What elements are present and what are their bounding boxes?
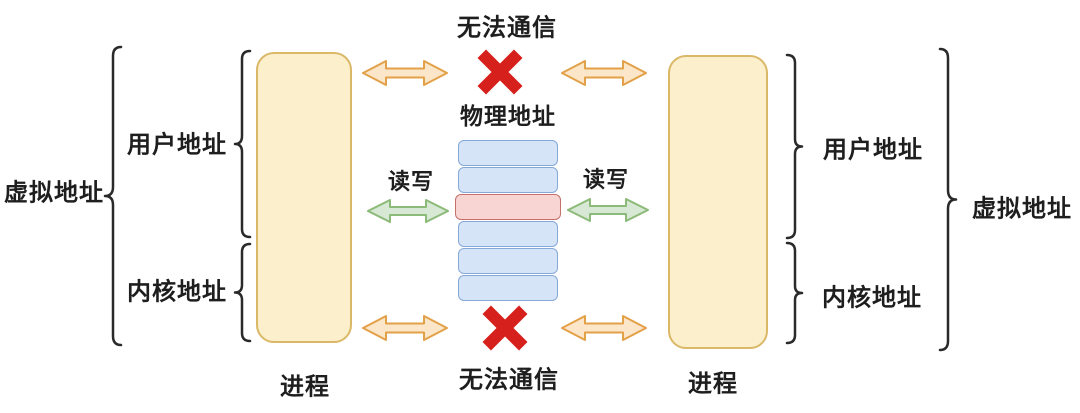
label-process-right: 进程 <box>688 370 738 398</box>
label-no-communication-bottom: 无法通信 <box>459 366 559 394</box>
readwrite-arrow-icon-right <box>567 198 649 222</box>
memory-cell <box>458 275 558 301</box>
brace-right-user-icon <box>785 53 804 240</box>
label-no-communication-top: 无法通信 <box>457 14 557 42</box>
memory-cell <box>458 248 558 274</box>
memory-cell-shared <box>455 194 561 220</box>
cross-icon-top <box>477 49 523 95</box>
label-virtual-address-left: 虚拟地址 <box>4 179 104 207</box>
memory-cell <box>458 167 558 193</box>
label-read-write-left: 读写 <box>387 169 435 194</box>
blocked-arrow-icon-bottom-right <box>561 315 647 341</box>
label-user-address-right: 用户地址 <box>823 136 923 164</box>
label-physical-address: 物理地址 <box>460 103 556 129</box>
memory-cell <box>458 140 558 166</box>
physical-memory-stack <box>455 140 561 301</box>
label-kernel-address-left: 内核地址 <box>127 278 227 306</box>
brace-right-virtual-icon <box>938 47 958 352</box>
process-box-left <box>256 52 352 343</box>
label-user-address-left: 用户地址 <box>127 131 227 159</box>
brace-right-kernel-icon <box>785 241 804 345</box>
blocked-arrow-icon-bottom-left <box>362 315 448 341</box>
label-process-left: 进程 <box>280 373 330 401</box>
blocked-arrow-icon-top-right <box>561 60 647 86</box>
readwrite-arrow-icon-left <box>367 199 449 223</box>
label-kernel-address-right: 内核地址 <box>822 284 922 312</box>
blocked-arrow-icon-top-left <box>362 60 448 86</box>
brace-left-virtual-icon <box>103 45 123 347</box>
brace-left-user-icon <box>233 49 252 239</box>
label-read-write-right: 读写 <box>582 167 630 192</box>
process-box-right <box>668 55 768 349</box>
cross-icon-bottom <box>482 305 528 351</box>
brace-left-kernel-icon <box>233 242 252 343</box>
memory-cell <box>458 221 558 247</box>
label-virtual-address-right: 虚拟地址 <box>972 195 1072 223</box>
